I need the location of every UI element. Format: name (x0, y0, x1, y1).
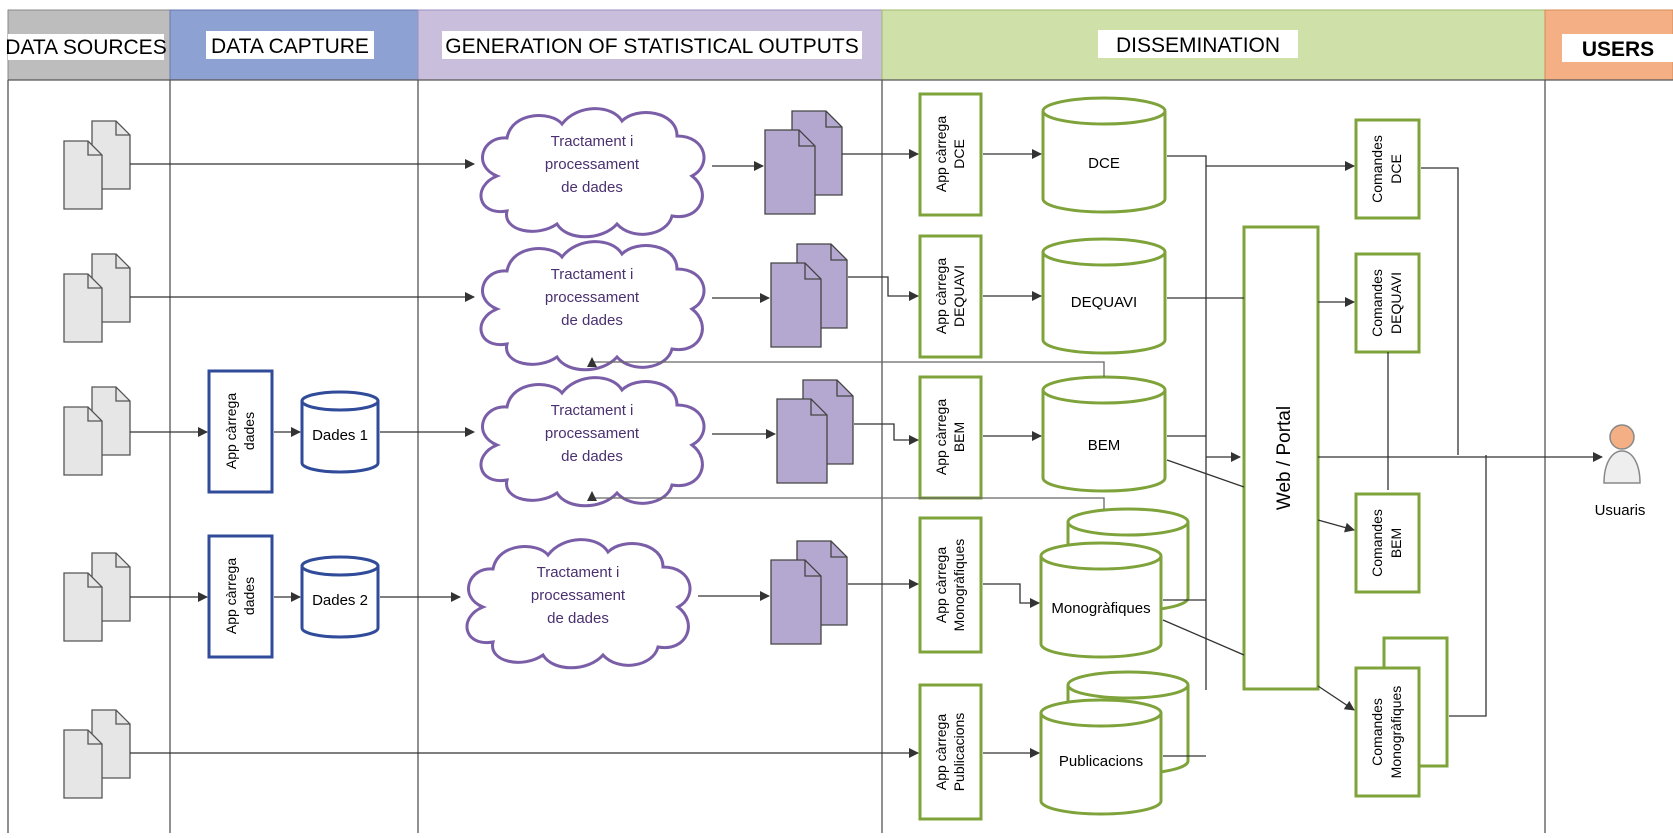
commands-bem: Comandes BEM (1354, 492, 1421, 594)
svg-text:Comandes: Comandes (1369, 269, 1385, 337)
lane-header-data-capture: DATA CAPTURE (169, 9, 419, 81)
web-portal: Web / Portal (1242, 225, 1320, 691)
lane-title-data-capture: DATA CAPTURE (211, 35, 369, 58)
process-cloud-3: Tractament i processament de dades (479, 376, 706, 508)
svg-text:App càrrega: App càrrega (223, 558, 239, 634)
svg-text:Tractament i: Tractament i (551, 402, 634, 419)
capture-app-2: App càrrega dades (207, 534, 274, 659)
app-loader-monografiques: App càrrega Monogràfiques (918, 516, 983, 654)
source-doc-5 (63, 709, 131, 799)
source-doc-1 (63, 120, 131, 210)
database-dequavi: DEQUAVI (1041, 237, 1167, 355)
lane-header-generation: GENERATION OF STATISTICAL OUTPUTS (417, 9, 883, 81)
svg-text:processament: processament (545, 289, 640, 306)
source-doc-3 (63, 386, 131, 476)
svg-text:de dades: de dades (561, 312, 623, 329)
svg-text:Tractament i: Tractament i (537, 564, 620, 581)
database-publicacions: Publicacions (1039, 670, 1190, 816)
svg-text:BEM: BEM (1388, 528, 1404, 558)
svg-text:processament: processament (545, 425, 640, 442)
svg-text:Monogràfiques: Monogràfiques (951, 539, 967, 632)
svg-text:App càrrega: App càrrega (933, 258, 949, 334)
user-icon (1603, 424, 1641, 484)
database-dades-2: Dades 2 (300, 555, 380, 639)
svg-text:de dades: de dades (561, 448, 623, 465)
svg-text:Monogràfiques: Monogràfiques (1388, 686, 1404, 779)
svg-text:DEQUAVI: DEQUAVI (1388, 272, 1404, 334)
source-doc-2 (63, 253, 131, 343)
database-bem: BEM (1041, 375, 1167, 493)
lane-title-users: USERS (1582, 38, 1654, 61)
svg-text:Monogràfiques: Monogràfiques (1051, 600, 1150, 617)
svg-text:dades: dades (241, 577, 257, 615)
output-doc-3 (776, 379, 854, 484)
database-dades-1: Dades 1 (300, 390, 380, 474)
svg-text:de dades: de dades (561, 179, 623, 196)
svg-text:BEM: BEM (1088, 437, 1121, 454)
lane-header-users: USERS (1544, 9, 1673, 81)
svg-text:dades: dades (241, 412, 257, 450)
app-loader-dequavi: App càrrega DEQUAVI (918, 234, 983, 359)
svg-text:App càrrega: App càrrega (933, 714, 949, 790)
process-cloud-1: Tractament i processament de dades (479, 107, 706, 239)
svg-text:DCE: DCE (1088, 155, 1120, 172)
svg-text:App càrrega: App càrrega (933, 116, 949, 192)
app-loader-bem: App càrrega BEM (918, 375, 983, 500)
svg-text:processament: processament (531, 587, 626, 604)
lane-title-data-sources: DATA SOURCES (5, 36, 166, 59)
svg-text:DCE: DCE (1388, 154, 1404, 184)
svg-text:App càrrega: App càrrega (223, 393, 239, 469)
svg-text:de dades: de dades (547, 610, 609, 627)
app-loader-dce: App càrrega DCE (918, 92, 983, 217)
svg-text:Dades 2: Dades 2 (312, 592, 368, 609)
svg-text:Comandes: Comandes (1369, 698, 1385, 766)
svg-text:Tractament i: Tractament i (551, 266, 634, 283)
lane-title-dissemination: DISSEMINATION (1116, 34, 1280, 57)
svg-text:BEM: BEM (951, 422, 967, 452)
database-monografiques: Monogràfiques (1039, 507, 1190, 659)
commands-monografiques: Comandes Monogràfiques (1354, 636, 1449, 798)
svg-text:Publicacions: Publicacions (1059, 753, 1143, 770)
svg-text:processament: processament (545, 156, 640, 173)
process-cloud-2: Tractament i processament de dades (479, 240, 706, 372)
output-doc-1 (764, 110, 843, 215)
svg-text:Dades 1: Dades 1 (312, 427, 368, 444)
svg-text:Publicacions: Publicacions (951, 713, 967, 792)
database-dce: DCE (1041, 96, 1167, 214)
svg-text:DEQUAVI: DEQUAVI (951, 265, 967, 327)
svg-text:Comandes: Comandes (1369, 509, 1385, 577)
process-cloud-4: Tractament i processament de dades (465, 538, 692, 670)
user-label: Usuaris (1595, 502, 1646, 519)
connectors (130, 149, 1603, 758)
svg-text:DEQUAVI: DEQUAVI (1071, 294, 1137, 311)
source-doc-4 (63, 552, 131, 642)
svg-text:Comandes: Comandes (1369, 135, 1385, 203)
svg-text:Tractament i: Tractament i (551, 133, 634, 150)
svg-text:Web / Portal: Web / Portal (1274, 406, 1295, 510)
commands-dce: Comandes DCE (1354, 118, 1421, 220)
app-loader-publicacions: App càrrega Publicacions (918, 683, 983, 821)
lane-header-data-sources: DATA SOURCES (5, 9, 171, 81)
lane-title-generation: GENERATION OF STATISTICAL OUTPUTS (445, 35, 858, 58)
commands-dequavi: Comandes DEQUAVI (1354, 252, 1421, 354)
lane-header-dissemination: DISSEMINATION (881, 9, 1546, 81)
output-doc-4 (770, 540, 848, 645)
svg-text:App càrrega: App càrrega (933, 547, 949, 623)
svg-text:DCE: DCE (951, 139, 967, 169)
capture-app-1: App càrrega dades (207, 369, 274, 494)
svg-text:App càrrega: App càrrega (933, 399, 949, 475)
output-doc-2 (770, 243, 848, 348)
